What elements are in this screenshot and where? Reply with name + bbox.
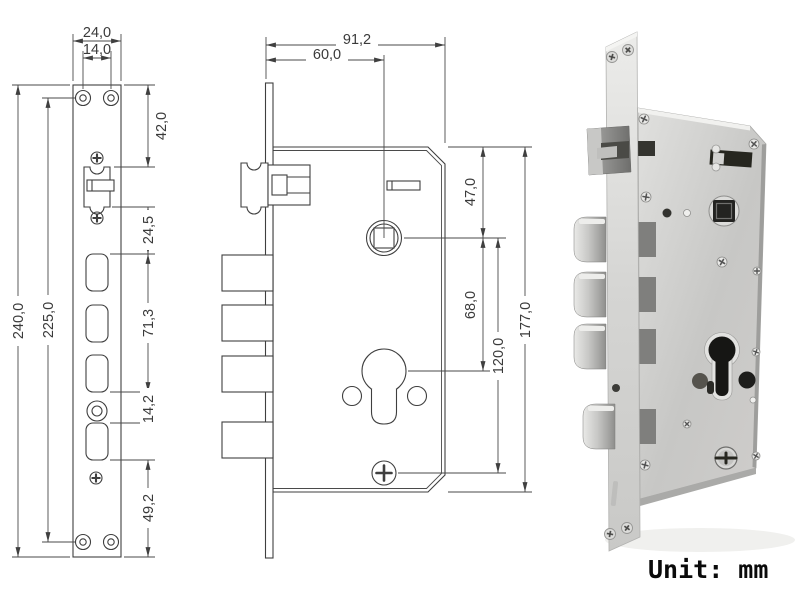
dim-slot-span: 71,3 [141,309,157,337]
photo-shadow [605,528,795,552]
dim-latch-to-slot: 24,5 [141,216,157,244]
photo-deadbolts [573,216,616,450]
dim-plate-width: 24,0 [83,25,111,41]
latch-bolt-front [83,166,115,215]
photo-dark-hole [662,208,672,218]
photo-plate-hole [612,384,620,392]
photo-latch-bolt [586,125,632,176]
photo-latch-slot [635,141,655,156]
photo-body-top-edge [638,108,750,131]
photo-light-hole [683,209,691,217]
photo-euro-cylinder [704,332,740,401]
lock-photo [573,31,795,552]
photo-bolt-shafts [637,222,656,444]
bottom-screw-holes [74,533,120,551]
photo-body-bottom-edge [640,468,756,506]
dim-follower-to-screw: 120,0 [491,338,507,374]
phillips-screw-bottom [89,471,103,485]
photo-hole-dot-1 [711,144,721,154]
dim-screw-span: 225,0 [41,302,57,338]
pin-slot [386,180,421,191]
side-view: 91,2 60,0 47,0 68,0 120,0 177,0 [221,32,534,559]
photo-small-dot [749,396,757,404]
dim-body-height: 177,0 [518,302,534,338]
deadbolts-side [221,254,274,459]
lock-body-inner-edge [273,150,442,489]
cylinder-hole-front [86,400,108,422]
front-view: 240,0 225,0 24,0 14,0 42,0 24,5 71,3 14,… [10,25,170,558]
photo-plate-screws [604,44,634,540]
dim-top-to-follower: 47,0 [463,178,479,206]
top-screw-holes [74,89,120,107]
dim-top-to-latch: 42,0 [154,112,170,140]
phillips-screw-upper [90,151,104,165]
photo-small-slot [707,381,714,394]
side-extension-lines [265,37,532,493]
bottom-screw-side [371,460,397,486]
phillips-screw-lower [90,211,104,225]
photo-bottom-big-screw [714,446,738,470]
dim-screw-spacing: 14,0 [83,42,111,58]
photo-faceplate-top-edge [606,32,637,52]
photo-body-right-edge [752,144,766,468]
photo-hole-dot-2 [711,162,721,172]
photo-brand-watermark [610,481,619,507]
latch-bolt-side [240,162,311,215]
dim-backset: 60,0 [313,47,341,63]
euro-cylinder-hole [341,348,428,425]
dim-follower-to-cylinder: 68,0 [463,291,479,319]
unit-label: Unit: mm [648,555,768,584]
photo-side-hole-right [738,371,756,389]
photo-side-hole-left [692,373,708,389]
photo-spindle-follower [708,195,740,227]
dim-overall-depth: 91,2 [343,32,371,48]
dim-bottom-offset: 49,2 [141,494,157,522]
deadbolt-slots [85,253,109,461]
photo-body-screws [638,113,762,471]
photo-pin-slot [709,149,753,168]
dim-plate-height: 240,0 [11,303,27,339]
photo-faceplate [605,31,641,552]
dim-slot-gap: 14,2 [141,395,157,423]
